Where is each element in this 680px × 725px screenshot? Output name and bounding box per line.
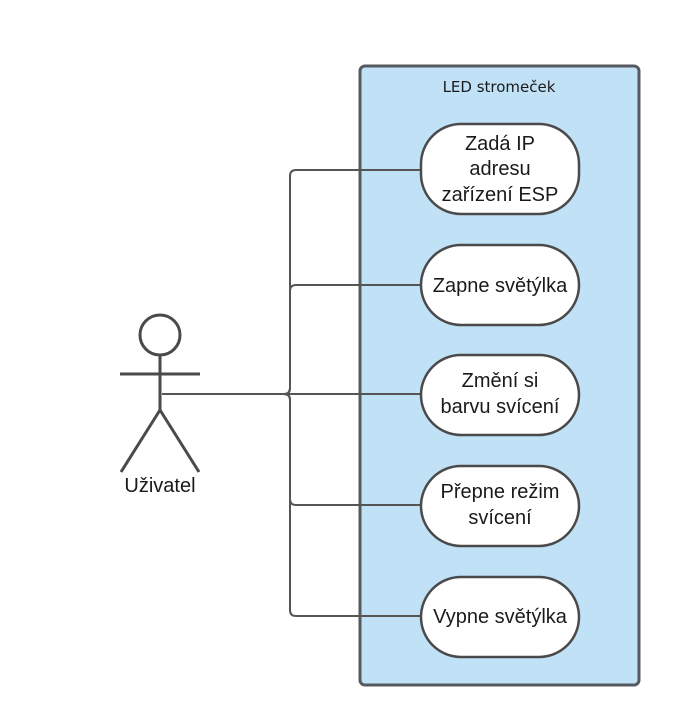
connector-use-case-5 (162, 393, 421, 617)
use-case-4[interactable]: Přepne režim svícení (419, 464, 581, 548)
actor[interactable]: Uživatel (119, 313, 201, 497)
actor-name: Uživatel (124, 475, 195, 497)
use-case-2-shape (419, 243, 581, 327)
system-title: LED stromeček (443, 78, 556, 96)
use-case-5-shape (419, 575, 581, 659)
use-case-1-shape (419, 122, 581, 216)
use-case-3-line-2: barvu svícení (441, 396, 560, 418)
connectors (162, 169, 421, 617)
actor-head (138, 313, 182, 357)
use-case-1[interactable]: Zadá IP adresu zařízení ESP (419, 122, 581, 216)
use-case-5[interactable]: Vypne světýlka (419, 575, 581, 659)
use-case-1-line-3: zařízení ESP (442, 184, 559, 206)
use-case-3-shape (419, 353, 581, 437)
use-case-5-line-1: Vypne světýlka (433, 606, 568, 628)
use-case-2-line-1: Zapne světýlka (433, 275, 568, 297)
use-case-1-line-2: adresu (469, 158, 530, 180)
actor-left-leg (119, 409, 162, 473)
use-case-3[interactable]: Změní si barvu svícení (419, 353, 581, 437)
use-case-3-line-1: Změní si (462, 370, 539, 392)
use-case-4-shape (419, 464, 581, 548)
use-case-1-line-1: Zadá IP (465, 133, 535, 155)
use-case-2[interactable]: Zapne světýlka (419, 243, 581, 327)
actor-right-leg (158, 409, 201, 473)
use-case-4-line-1: Přepne režim (441, 481, 560, 503)
use-case-4-line-2: svícení (468, 507, 532, 529)
